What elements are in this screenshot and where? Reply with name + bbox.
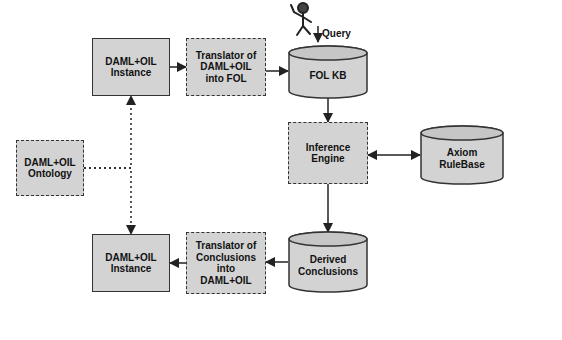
instance-box: DAML+OIL Instance: [92, 38, 170, 96]
node-label: FOL KB: [309, 70, 346, 82]
flow-arrow: [170, 262, 186, 264]
flow-arrow: [327, 184, 329, 232]
process-box: Translator of DAML+OIL into FOL: [186, 38, 266, 96]
query-label: Query: [322, 28, 351, 39]
flow-arrow: [266, 261, 288, 263]
database-cylinder: FOL KB: [288, 46, 368, 98]
database-cylinder: Axiom RuleBase: [420, 126, 504, 184]
query-arrow: [317, 26, 319, 42]
flow-arrow: [368, 154, 420, 156]
node-label: Axiom RuleBase: [423, 147, 501, 170]
process-box: Inference Engine: [288, 122, 368, 184]
process-box: Translator of Conclusions into DAML+OIL: [186, 232, 266, 294]
flow-arrow: [170, 66, 186, 68]
node-label: DAML+OIL Ontology: [20, 157, 80, 180]
node-label: Translator of DAML+OIL into FOL: [190, 50, 262, 85]
node-label: Translator of Conclusions into DAML+OIL: [190, 240, 262, 286]
flow-arrow: [84, 168, 131, 234]
instance-box: DAML+OIL Instance: [92, 234, 170, 292]
node-label: DAML+OIL Instance: [96, 252, 166, 275]
flow-arrow: [266, 70, 288, 72]
process-box: DAML+OIL Ontology: [16, 140, 84, 196]
flow-arrow: [327, 98, 329, 122]
database-cylinder: Derived Conclusions: [288, 232, 368, 292]
node-label: DAML+OIL Instance: [96, 56, 166, 79]
node-label: Inference Engine: [292, 142, 364, 165]
flow-arrow: [84, 96, 131, 168]
node-label: Derived Conclusions: [291, 254, 365, 277]
